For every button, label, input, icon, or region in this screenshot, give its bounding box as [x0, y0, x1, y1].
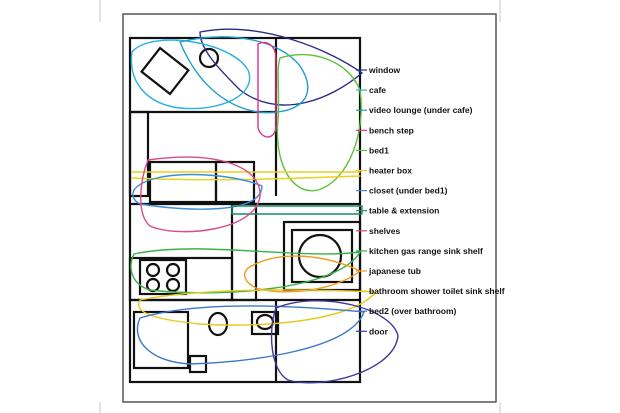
- legend-label-10: kitchen gas range sink shelf: [369, 246, 483, 256]
- annotation-loop-7: [132, 173, 263, 210]
- annotation-loop-10: [130, 248, 361, 294]
- burner-1: [145, 262, 161, 278]
- closet-right: [214, 160, 256, 204]
- stove: [138, 258, 188, 296]
- bench-step: [128, 110, 150, 198]
- shower: [132, 310, 190, 370]
- legend-label-13: bed2 (over bathroom): [369, 306, 457, 316]
- annotation-loops: [130, 28, 399, 384]
- annotation-loop-12: [137, 289, 377, 326]
- sink-basin: [255, 313, 275, 331]
- cafe-stool: [198, 47, 220, 69]
- annotation-loop-2: [130, 39, 251, 110]
- legend-label-1: window: [368, 65, 401, 75]
- legend-label-11: japanese tub: [368, 266, 421, 276]
- legend-label-6: heater box: [369, 166, 412, 176]
- legend-label-7: closet (under bed1): [369, 186, 448, 196]
- annotation-loop-1: [199, 28, 363, 106]
- annotation-loop-8: [231, 205, 363, 215]
- annotation-loop-13: [136, 305, 365, 365]
- page-crop-marks: [99, 0, 501, 413]
- legend: window cafe video lounge (under cafe) bench…: [356, 65, 505, 336]
- legend-label-2: cafe: [369, 85, 386, 95]
- legend-label-5: bed1: [369, 145, 389, 155]
- burner-4: [165, 277, 181, 293]
- burner-2: [165, 262, 181, 278]
- annotation-loop-3: [179, 36, 309, 114]
- drawing-frame: [122, 13, 497, 403]
- legend-label-14: door: [369, 326, 389, 336]
- annotation-loop-4: [257, 41, 277, 138]
- closet-left: [148, 160, 218, 204]
- annotation-loop-9: [140, 156, 261, 233]
- legend-label-8: table & extension: [369, 206, 439, 216]
- annotation-loop-11: [244, 255, 361, 293]
- legend-label-12: bathroom shower toilet sink shelf: [369, 286, 505, 296]
- annotation-loop-5: [276, 53, 362, 192]
- annotation-loop-14: [270, 300, 399, 384]
- annotation-loop-6: [131, 171, 361, 181]
- legend-label-4: bench step: [369, 125, 414, 135]
- cafe-table: [140, 46, 190, 96]
- legend-label-9: shelves: [369, 226, 400, 236]
- legend-label-3: video lounge (under cafe): [369, 105, 473, 115]
